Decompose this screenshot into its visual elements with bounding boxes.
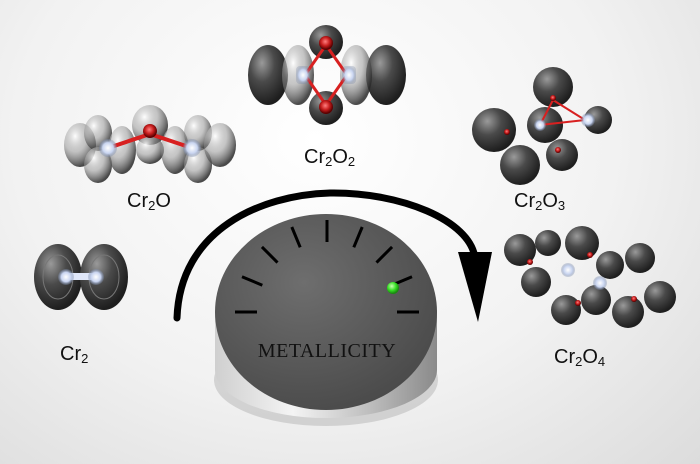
formula-subscript: 2 [325, 154, 333, 169]
formula-text: O [155, 190, 171, 212]
knob-tick [352, 226, 364, 248]
formula-text: Cr [60, 343, 82, 365]
cr2o2-molecule [248, 25, 406, 125]
cr2o3-molecule [472, 67, 612, 185]
formula-subscript: 3 [557, 198, 566, 213]
formula-label-cr2o2: Cr2O2 [304, 146, 355, 169]
knob-ticks [235, 220, 419, 314]
formula-label-cr2o: Cr2O [127, 190, 171, 213]
formula-label-cr2: Cr2 [60, 343, 88, 366]
cr2o4-molecule [504, 226, 676, 328]
formula-text: O [332, 146, 348, 168]
metallicity-knob: METALLICITY [214, 214, 438, 426]
rotation-arrow [173, 189, 492, 322]
formula-subscript: 2 [575, 354, 583, 369]
knob-tick [241, 275, 263, 287]
formula-subscript: 2 [81, 351, 89, 366]
formula-subscript: 4 [597, 354, 606, 369]
formula-subscript: 2 [535, 198, 543, 213]
formula-text: Cr [304, 146, 326, 168]
knob-tick [260, 245, 279, 264]
knob-label: METALLICITY [258, 340, 396, 362]
knob-indicator [387, 282, 399, 294]
formula-label-cr2o4: Cr2O4 [554, 346, 605, 369]
formula-text: Cr [554, 346, 576, 368]
formula-label-cr2o3: Cr2O3 [514, 190, 565, 213]
formula-subscript: 2 [148, 198, 156, 213]
formula-text: Cr [127, 190, 149, 212]
cr2o-molecule [64, 105, 236, 183]
knob-tick [375, 245, 394, 264]
knob-tick [290, 226, 302, 248]
formula-text: Cr [514, 190, 536, 212]
formula-subscript: 2 [347, 154, 356, 169]
arrow-head [458, 252, 492, 322]
formula-text: O [542, 190, 558, 212]
formula-text: O [582, 346, 598, 368]
cr2-molecule [34, 244, 128, 310]
